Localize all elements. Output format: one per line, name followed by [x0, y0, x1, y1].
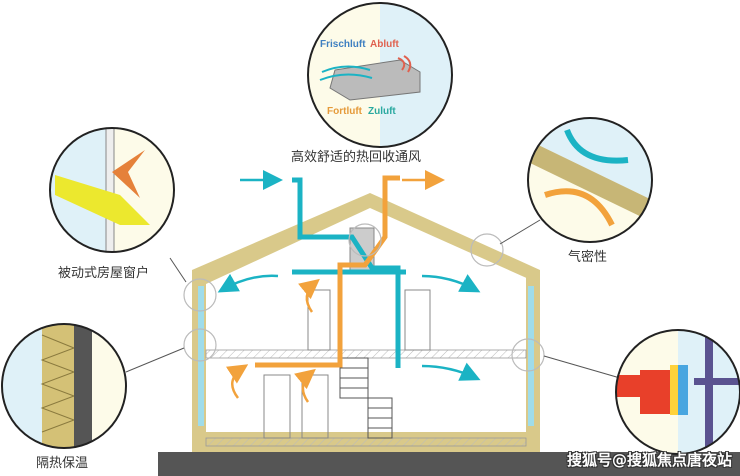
window-left: [198, 286, 204, 426]
floor-slab: [205, 349, 527, 359]
ventilation-detail: [308, 3, 452, 147]
ground: [158, 452, 740, 476]
detail-markers: [183, 223, 545, 372]
watermark: 搜狐号@搜狐焦点唐夜站: [566, 451, 732, 469]
supply-air-label: Zuluft: [368, 106, 396, 117]
fresh-air-label: Frischluft: [320, 39, 366, 50]
window-right: [528, 286, 534, 426]
windows-label: 被动式房屋窗户: [58, 266, 150, 281]
house: [192, 193, 540, 452]
outgoing-air-label: Fortluft: [327, 106, 363, 117]
ducts: [255, 175, 406, 368]
ventilation-label: 高效舒适的热回收通风: [291, 150, 422, 165]
airflow-arrows: [217, 170, 481, 403]
leader-lines: [125, 219, 621, 379]
airtight-label: 气密性: [568, 250, 608, 265]
exhaust-air-label: Abluft: [370, 39, 400, 50]
insulation-label: 隔热保温: [36, 456, 89, 471]
airtight-detail: [528, 118, 652, 242]
staircase: [339, 357, 393, 439]
ground-slab: [205, 437, 527, 447]
